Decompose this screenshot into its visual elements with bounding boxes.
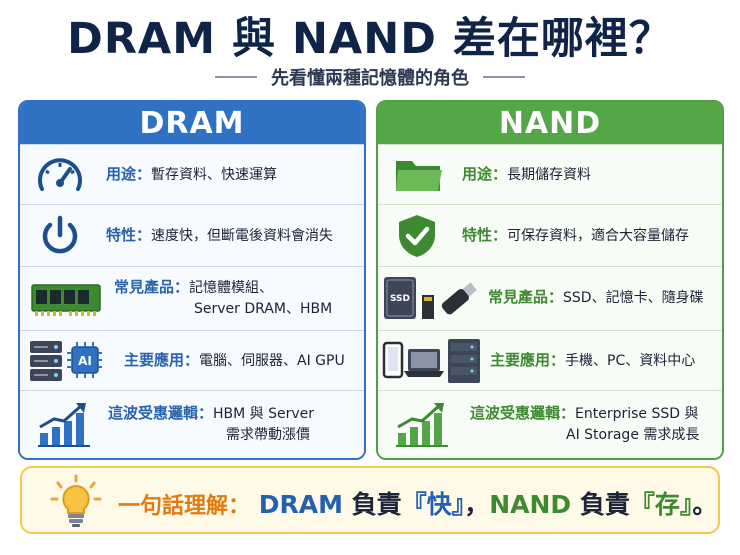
- dram-row-applications: AI 主要應用：電腦、伺服器、AI GPU: [20, 330, 364, 390]
- page-subtitle: 先看懂兩種記憶體的角色: [271, 68, 469, 89]
- dram-products-value: 記憶體模組、: [189, 280, 274, 296]
- nand-row-products: SSD 常見產品：SSD、記憶卡、隨身碟: [378, 266, 722, 330]
- nand-row-usage: 用途：長期儲存資料: [378, 144, 722, 204]
- dram-row-logic: 這波受惠邏輯：HBM 與 Server 需求帶動漲價: [20, 390, 364, 458]
- nand-traits-label: 特性：: [462, 226, 508, 244]
- dram-traits-label: 特性：: [106, 226, 152, 244]
- growth-chart-icon: [36, 401, 92, 449]
- dram-usage-label: 用途：: [106, 165, 152, 183]
- summary-end: 。: [692, 490, 718, 519]
- dram-logic-text: 這波受惠邏輯：HBM 與 Server 需求帶動漲價: [108, 403, 314, 446]
- lightbulb-icon: [48, 474, 104, 534]
- dram-products-text: 常見產品：記憶體模組、 Server DRAM、HBM: [114, 277, 332, 320]
- dram-logic-value-2: 需求帶動漲價: [226, 427, 310, 443]
- ssd-badge: SSD: [390, 294, 410, 304]
- dram-row-products: 常見產品：記憶體模組、 Server DRAM、HBM: [20, 266, 364, 330]
- nand-row-traits: 特性：可保存資料，適合大容量儲存: [378, 204, 722, 266]
- nand-logic-value: Enterprise SSD 與: [575, 406, 699, 422]
- nand-traits-text: 特性：可保存資料，適合大容量儲存: [462, 225, 689, 247]
- ssd-card-usb-icon: SSD: [382, 273, 480, 325]
- dram-applications-value: 電腦、伺服器、AI GPU: [199, 353, 345, 369]
- dram-logic-value: HBM 與 Server: [213, 406, 315, 422]
- dram-traits-text: 特性：速度快，但斷電後資料會消失: [106, 225, 333, 247]
- dram-header: DRAM: [20, 102, 364, 144]
- devices-icon: [380, 337, 484, 387]
- nand-applications-text: 主要應用：手機、PC、資料中心: [490, 350, 695, 372]
- summary-lead: 一句話理解：: [118, 494, 251, 519]
- subtitle-dash-left: [215, 76, 257, 78]
- dram-applications-text: 主要應用：電腦、伺服器、AI GPU: [124, 350, 345, 372]
- dram-traits-value: 速度快，但斷電後資料會消失: [151, 228, 334, 244]
- summary-mid-1: 負責: [342, 490, 402, 519]
- shield-check-icon: [396, 213, 438, 259]
- nand-applications-label: 主要應用：: [490, 351, 566, 369]
- dram-logic-label: 這波受惠邏輯：: [108, 404, 214, 422]
- nand-applications-value: 手機、PC、資料中心: [565, 353, 696, 369]
- nand-row-applications: 主要應用：手機、PC、資料中心: [378, 330, 722, 390]
- nand-row-logic: 這波受惠邏輯：Enterprise SSD 與 AI Storage 需求成長: [378, 390, 722, 458]
- dram-row-usage: 用途：暫存資料、快速運算: [20, 144, 364, 204]
- summary-comma: ，: [464, 490, 490, 519]
- dram-applications-label: 主要應用：: [124, 351, 200, 369]
- ram-module-icon: [30, 279, 102, 319]
- server-ai-chip-icon: AI: [28, 339, 102, 383]
- nand-products-value: SSD、記憶卡、隨身碟: [563, 290, 704, 306]
- nand-header: NAND: [378, 102, 722, 144]
- dram-row-traits: 特性：速度快，但斷電後資料會消失: [20, 204, 364, 266]
- page-title: DRAM 與 NAND 差在哪裡？: [67, 14, 673, 64]
- nand-logic-value-2: AI Storage 需求成長: [566, 427, 700, 443]
- dram-products-label: 常見產品：: [114, 278, 190, 296]
- nand-growth-chart-icon: [394, 401, 450, 449]
- nand-products-text: 常見產品：SSD、記憶卡、隨身碟: [488, 287, 704, 309]
- subtitle-row: 先看懂兩種記憶體的角色: [0, 64, 740, 90]
- subtitle-dash-right: [483, 76, 525, 78]
- nand-usage-label: 用途：: [462, 165, 508, 183]
- dram-products-value-2: Server DRAM、HBM: [194, 301, 333, 317]
- summary-store: 『存』: [629, 490, 693, 519]
- nand-logic-label: 這波受惠邏輯：: [470, 404, 576, 422]
- summary-nand: NAND: [489, 490, 572, 519]
- summary-quick: 『快』: [401, 490, 465, 519]
- nand-traits-value: 可保存資料，適合大容量儲存: [507, 228, 690, 244]
- nand-products-label: 常見產品：: [488, 288, 564, 306]
- summary-footer: 一句話理解： DRAM 負責『快』，NAND 負責『存』。: [20, 466, 720, 534]
- folder-icon: [394, 155, 444, 195]
- summary-text: 一句話理解： DRAM 負責『快』，NAND 負責『存』。: [118, 485, 717, 521]
- nand-logic-text: 這波受惠邏輯：Enterprise SSD 與 AI Storage 需求成長: [470, 403, 699, 446]
- summary-mid-2: 負責: [571, 490, 630, 519]
- dram-usage-text: 用途：暫存資料、快速運算: [106, 164, 277, 186]
- nand-usage-text: 用途：長期儲存資料: [462, 164, 591, 186]
- nand-usage-value: 長期儲存資料: [507, 167, 592, 183]
- power-icon: [38, 215, 82, 257]
- gauge-icon: [36, 153, 84, 197]
- dram-usage-value: 暫存資料、快速運算: [151, 167, 278, 183]
- svg-text:AI: AI: [78, 354, 92, 368]
- dram-panel: DRAM 用途：暫存資料、快速運算 特性：速度快，但斷電後資料會消失: [18, 100, 366, 460]
- summary-dram: DRAM: [258, 490, 343, 519]
- nand-panel: NAND 用途：長期儲存資料 特性：可保存資料，適合大容量儲存: [376, 100, 724, 460]
